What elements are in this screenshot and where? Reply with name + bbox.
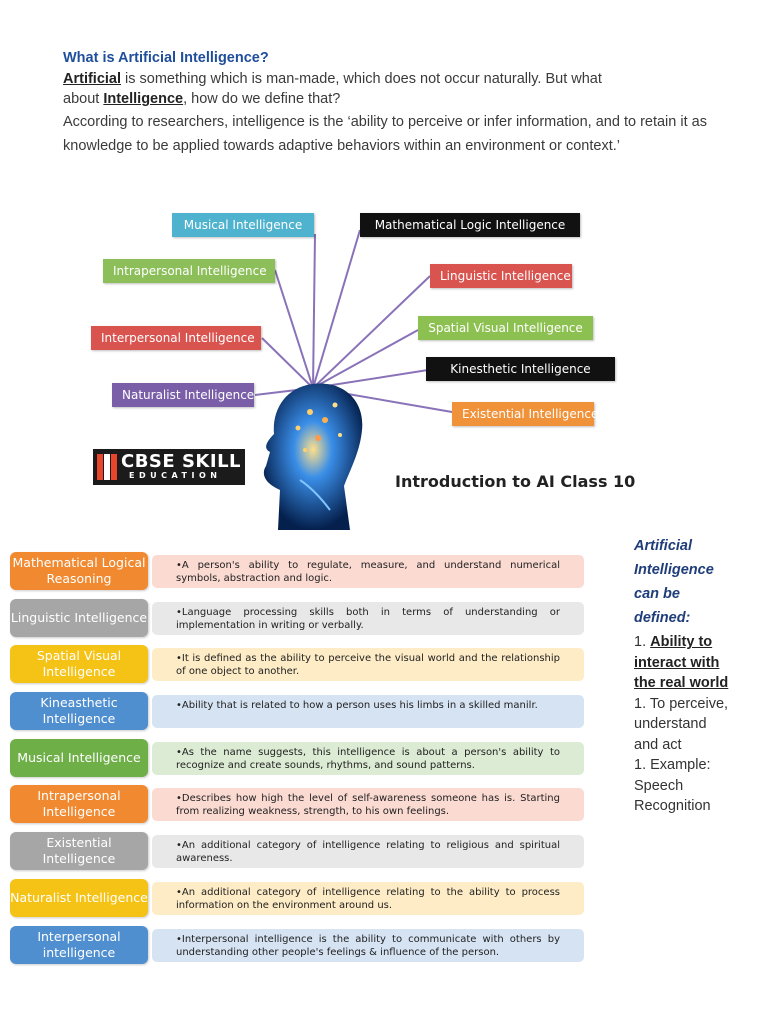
sidebar-item-1-text: Ability to interact with the real world — [634, 634, 729, 691]
logo-subtitle: EDUCATION — [129, 471, 222, 480]
type-description: •It is defined as the ability to perceiv… — [152, 648, 584, 682]
type-description: •Interpersonal intelligence is the abili… — [152, 928, 584, 962]
type-name: Mathematical Logical Reasoning — [10, 552, 148, 590]
tag-musical-label: Musical Intelligence — [183, 218, 303, 232]
intro-section: What is Artificial Intelligence? Artific… — [63, 48, 733, 158]
intelligence-types-table: Mathematical Logical Reasoning•A person'… — [10, 552, 588, 972]
type-name: Intrapersonal Intelligence — [10, 785, 148, 824]
type-description: •Describes how high the level of self-aw… — [152, 788, 584, 822]
intro-line2-pre: about — [63, 91, 104, 107]
tag-kinesthetic: Kinesthetic Intelligence — [426, 357, 615, 381]
tag-intrapersonal: Intrapersonal Intelligence — [103, 259, 275, 283]
type-row: Mathematical Logical Reasoning•A person'… — [10, 552, 588, 590]
logo-title: CBSE SKILL — [121, 451, 242, 472]
type-row: Interpersonal intelligence•Interpersonal… — [10, 925, 588, 964]
tag-intrapersonal-label: Intrapersonal Intelligence — [113, 264, 267, 278]
sidebar-item-3: 1. Example: Speech Recognition — [634, 757, 711, 814]
sidebar-item-1-number: 1. — [634, 634, 651, 650]
tag-interpersonal-label: Interpersonal Intelligence — [101, 331, 255, 345]
type-row: Naturalist Intelligence•An additional ca… — [10, 878, 588, 917]
tag-kinesthetic-label: Kinesthetic Intelligence — [450, 362, 591, 376]
intro-line2-rest: , how do we define that? — [183, 91, 341, 107]
logo-mark-icon — [97, 454, 117, 480]
tag-musical: Musical Intelligence — [172, 213, 314, 237]
type-row: Musical Intelligence•As the name suggest… — [10, 738, 588, 777]
cbse-skill-logo: CBSE SKILL EDUCATION — [93, 449, 245, 485]
tag-linguistic-label: Linguistic Intelligence — [440, 269, 571, 283]
type-row: Spatial Visual Intelligence•It is define… — [10, 645, 588, 684]
type-row: Linguistic Intelligence•Language process… — [10, 598, 588, 637]
tag-mathematical-logic: Mathematical Logic Intelligence — [360, 213, 580, 237]
type-name: Spatial Visual Intelligence — [10, 645, 148, 684]
head-illustration — [263, 383, 363, 530]
sidebar-heading: Artificial Intelligence can be defined: — [634, 538, 714, 626]
sidebar-item-1: 1. Ability to interact with the real wor… — [634, 632, 734, 694]
type-description: •Language processing skills both in term… — [152, 601, 584, 635]
type-name: Naturalist Intelligence — [10, 878, 148, 917]
intro-line1-rest: is something which is man-made, which do… — [121, 70, 602, 87]
connector-lines — [254, 229, 453, 413]
type-name: Linguistic Intelligence — [10, 598, 148, 637]
intelligence-diagram: Musical Intelligence Mathematical Logic … — [0, 190, 768, 540]
term-artificial: Artificial — [63, 70, 122, 87]
tag-naturalist: Naturalist Intelligence — [112, 383, 254, 407]
tag-naturalist-label: Naturalist Intelligence — [122, 388, 255, 402]
type-row: Kineasthetic Intelligence•Ability that i… — [10, 692, 588, 731]
tag-mathematical-logic-label: Mathematical Logic Intelligence — [374, 218, 566, 232]
tag-existential: Existential Intelligence — [452, 402, 598, 426]
tag-linguistic: Linguistic Intelligence — [430, 264, 572, 288]
diagram-subtitle: Introduction to AI Class 10 — [395, 472, 636, 491]
type-description: •An additional category of intelligence … — [152, 881, 584, 915]
intro-line-2: about Intelligence, how do we define tha… — [63, 89, 733, 110]
sidebar-item-2: 1. To perceive, understand and act — [634, 695, 729, 753]
tag-interpersonal: Interpersonal Intelligence — [91, 326, 261, 350]
tag-spatial-visual-label: Spatial Visual Intelligence — [428, 321, 583, 335]
type-description: •A person's ability to regulate, measure… — [152, 555, 584, 588]
type-row: Intrapersonal Intelligence•Describes how… — [10, 785, 588, 824]
type-name: Interpersonal intelligence — [10, 925, 148, 964]
type-row: Existential Intelligence•An additional c… — [10, 832, 588, 871]
tag-spatial-visual: Spatial Visual Intelligence — [418, 316, 593, 340]
intro-line-1: Artificial is something which is man-mad… — [63, 69, 733, 90]
term-intelligence: Intelligence — [103, 91, 184, 107]
diagram-lines — [254, 229, 453, 530]
intro-question: What is Artificial Intelligence? — [63, 50, 269, 66]
definition-sidebar: Artificial Intelligence can be defined: … — [634, 534, 734, 817]
type-name: Kineasthetic Intelligence — [10, 692, 148, 731]
type-description: •An additional category of intelligence … — [152, 835, 584, 869]
type-name: Musical Intelligence — [10, 738, 148, 777]
type-description: •Ability that is related to how a person… — [152, 695, 584, 729]
intro-definition: According to researchers, intelligence i… — [63, 113, 707, 154]
type-description: •As the name suggests, this intelligence… — [152, 741, 584, 775]
tag-existential-label: Existential Intelligence — [462, 407, 599, 421]
type-name: Existential Intelligence — [10, 832, 148, 871]
